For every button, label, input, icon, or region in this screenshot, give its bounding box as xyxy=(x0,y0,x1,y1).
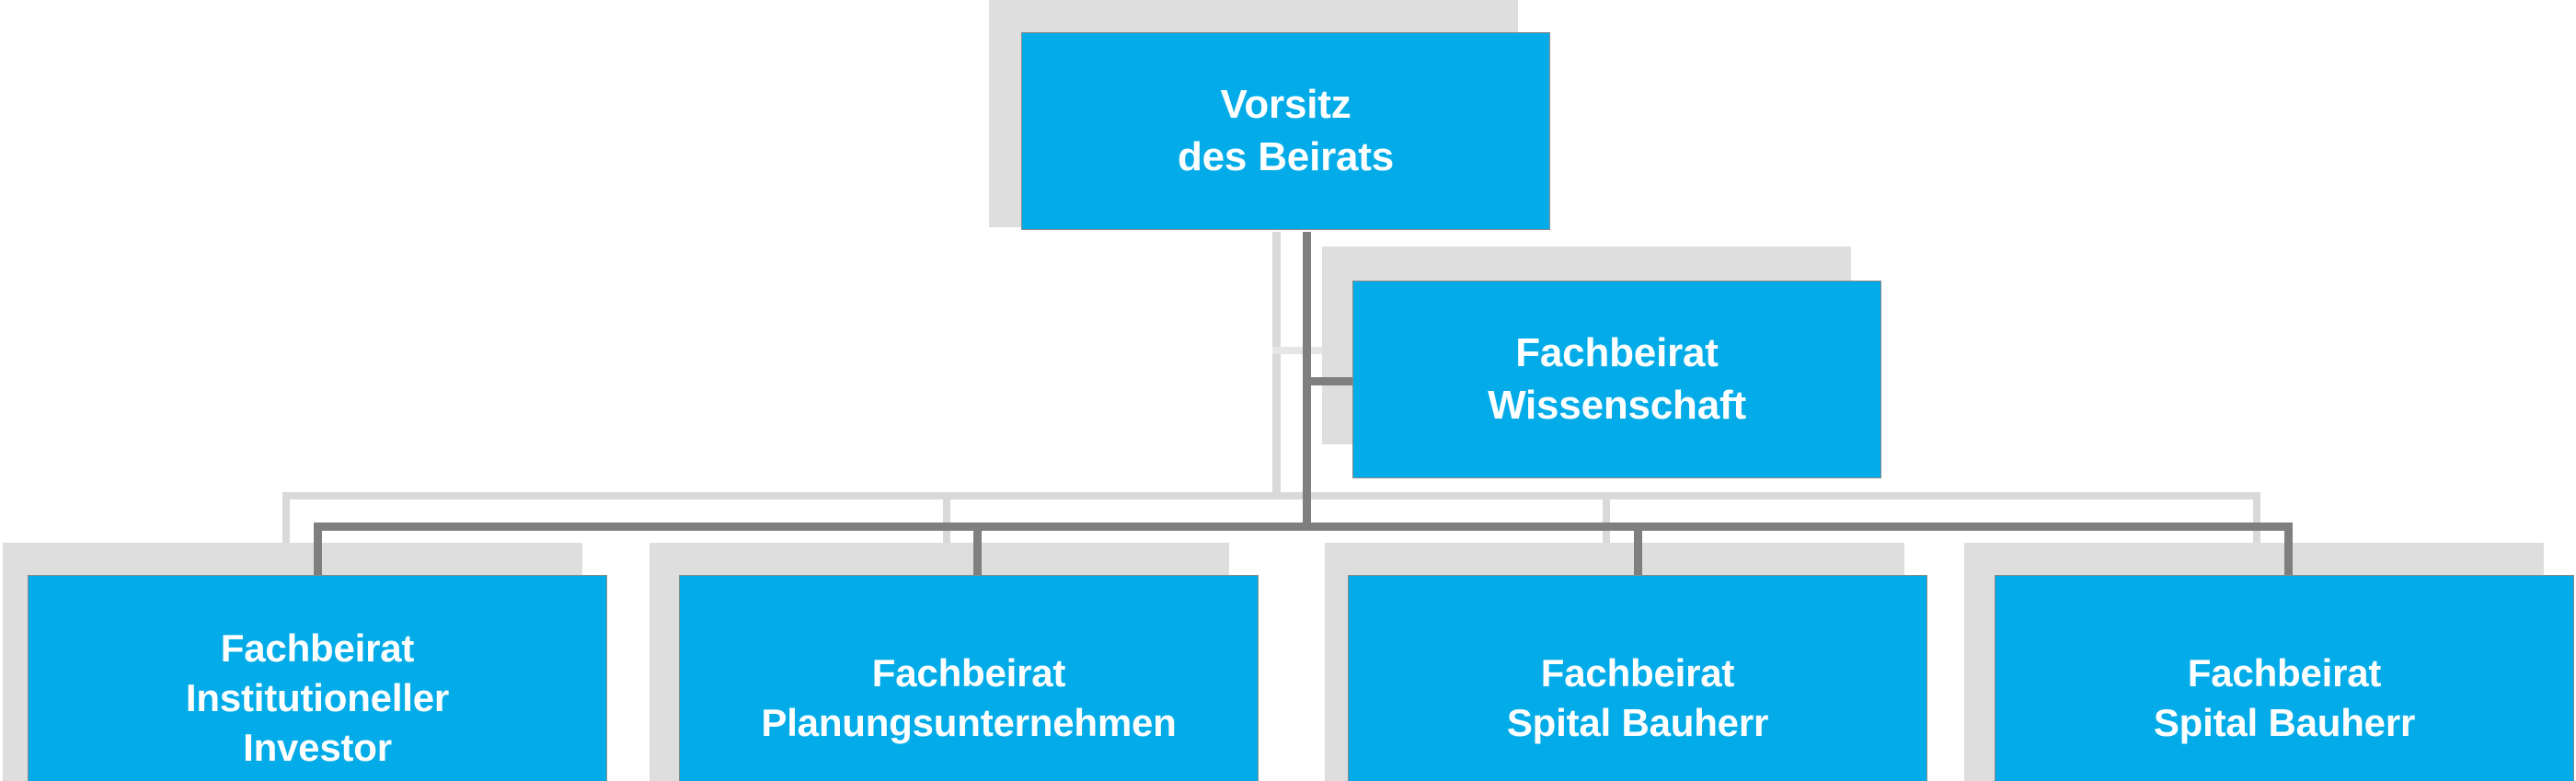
connector-drop2 xyxy=(973,523,982,580)
node-vorsitz-des-beirats-label: Vorsitz des Beirats xyxy=(1177,82,1395,179)
connector-drop3-shadow xyxy=(1603,492,1610,549)
node-fachbeirat-institutioneller-investor-label: Fachbeirat Institutioneller Investor xyxy=(185,626,450,769)
connector-drop3 xyxy=(1634,523,1642,580)
node-fachbeirat-planungsunternehmen-label: Fachbeirat Planungsunternehmen xyxy=(761,651,1177,744)
node-fachbeirat-institutioneller-investor[interactable]: Fachbeirat Institutioneller Investor xyxy=(28,575,607,781)
connector-drop2-shadow xyxy=(943,492,950,549)
node-fachbeirat-spital-bauherr-2[interactable]: Fachbeirat Spital Bauherr xyxy=(1995,575,2574,781)
connector-bus-shadow xyxy=(282,492,2260,500)
connector-drop4-shadow xyxy=(2253,492,2260,549)
node-fachbeirat-wissenschaft-label: Fachbeirat Wissenschaft xyxy=(1488,330,1746,428)
connector-drop1 xyxy=(314,523,322,580)
node-fachbeirat-spital-bauherr-2-label: Fachbeirat Spital Bauherr xyxy=(2153,651,2416,744)
node-fachbeirat-wissenschaft[interactable]: Fachbeirat Wissenschaft xyxy=(1352,281,1881,478)
node-fachbeirat-spital-bauherr-1[interactable]: Fachbeirat Spital Bauherr xyxy=(1348,575,1927,781)
connector-science-branch xyxy=(1303,377,1356,385)
node-fachbeirat-spital-bauherr-1-label: Fachbeirat Spital Bauherr xyxy=(1506,651,1769,744)
connector-bus xyxy=(314,523,2292,531)
connector-science-branch-shadow xyxy=(1272,347,1328,354)
connector-drop4 xyxy=(2284,523,2293,580)
connector-trunk-shadow xyxy=(1272,232,1281,499)
node-fachbeirat-planungsunternehmen[interactable]: Fachbeirat Planungsunternehmen xyxy=(679,575,1259,781)
node-vorsitz-des-beirats[interactable]: Vorsitz des Beirats xyxy=(1021,32,1550,230)
connector-drop1-shadow xyxy=(282,492,290,549)
